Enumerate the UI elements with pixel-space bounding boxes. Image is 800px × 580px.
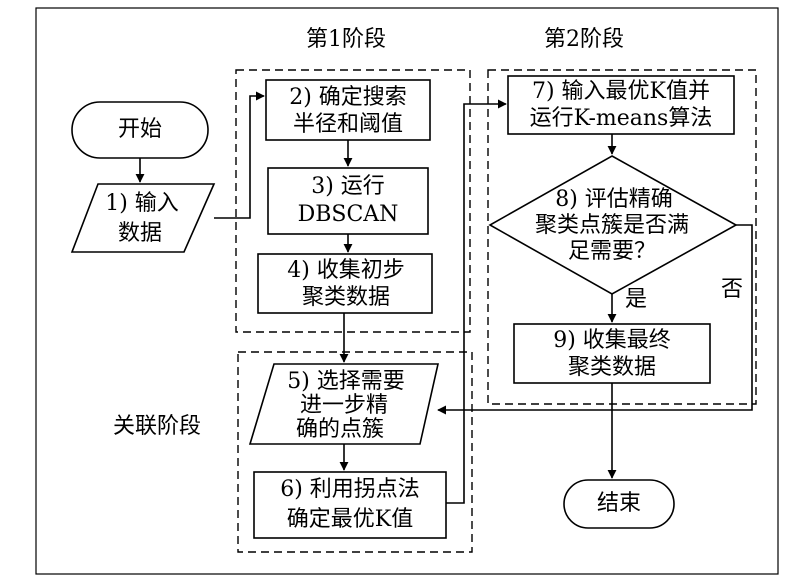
- evaluate-decision-node: 8) 评估精确 聚类点簇是否满 足需要？: [488, 155, 738, 295]
- start-node: 开始: [71, 101, 209, 159]
- edge-n8-n5-no: [437, 224, 753, 415]
- select-clusters-line1: 5) 选择需要: [287, 369, 405, 394]
- collect-preliminary-node: 4) 收集初步 聚类数据: [257, 253, 433, 314]
- elbow-method-node: 6) 利用拐点法 确定最优K值: [253, 471, 447, 539]
- collect-final-line1: 9) 收集最终: [553, 328, 671, 353]
- input-data-line2: 数据: [118, 221, 162, 246]
- collect-final-line2: 聚类数据: [568, 355, 656, 380]
- run-dbscan-line1: 3) 运行: [311, 174, 385, 199]
- run-kmeans-node: 7) 输入最优K值并 运行K-means算法: [507, 75, 735, 135]
- determine-radius-line1: 2) 确定搜索: [289, 85, 407, 110]
- run-kmeans-line1: 7) 输入最优K值并: [532, 79, 710, 104]
- phase2-region: [487, 69, 757, 405]
- elbow-method-line1: 6) 利用拐点法: [280, 477, 420, 502]
- link-phase-region: [237, 351, 473, 553]
- phase1-region: [235, 69, 471, 333]
- evaluate-decision-line3: 足需要？: [568, 239, 656, 264]
- end-node: 结束: [563, 479, 675, 529]
- elbow-method-line2: 确定最优K值: [287, 507, 413, 532]
- determine-radius-line2: 半径和阈值: [293, 112, 403, 137]
- select-clusters-line2: 进一步精: [300, 393, 388, 418]
- run-dbscan-node: 3) 运行 DBSCAN: [267, 167, 429, 235]
- edge-label-no: 否: [721, 277, 743, 302]
- select-clusters-line3: 确的点簇: [296, 417, 384, 442]
- input-data-line1: 1) 输入: [105, 191, 179, 216]
- start-label: 开始: [118, 117, 162, 142]
- input-data-node: 1) 输入 数据: [70, 183, 216, 253]
- link-phase-label: 关联阶段: [113, 414, 201, 439]
- edge-label-yes: 是: [625, 287, 647, 312]
- select-clusters-node: 5) 选择需要 进一步精 确的点簇: [248, 363, 439, 445]
- edge-n1-n2: [214, 91, 265, 219]
- collect-final-node: 9) 收集最终 聚类数据: [513, 323, 711, 384]
- end-label: 结束: [597, 491, 641, 516]
- determine-radius-node: 2) 确定搜索 半径和阈值: [265, 79, 431, 141]
- outer-frame: [35, 7, 779, 575]
- collect-preliminary-line1: 4) 收集初步: [287, 258, 405, 283]
- collect-preliminary-line2: 聚类数据: [302, 285, 390, 310]
- evaluate-decision-line2: 聚类点簇是否满: [535, 213, 689, 238]
- run-dbscan-line2: DBSCAN: [298, 202, 399, 227]
- evaluate-decision-line1: 8) 评估精确: [555, 187, 673, 212]
- phase1-label: 第1阶段: [306, 27, 386, 52]
- edges: [135, 91, 753, 504]
- run-kmeans-line2: 运行K-means算法: [530, 106, 713, 131]
- edge-n6-n7: [446, 99, 507, 504]
- phase2-label: 第2阶段: [544, 27, 624, 52]
